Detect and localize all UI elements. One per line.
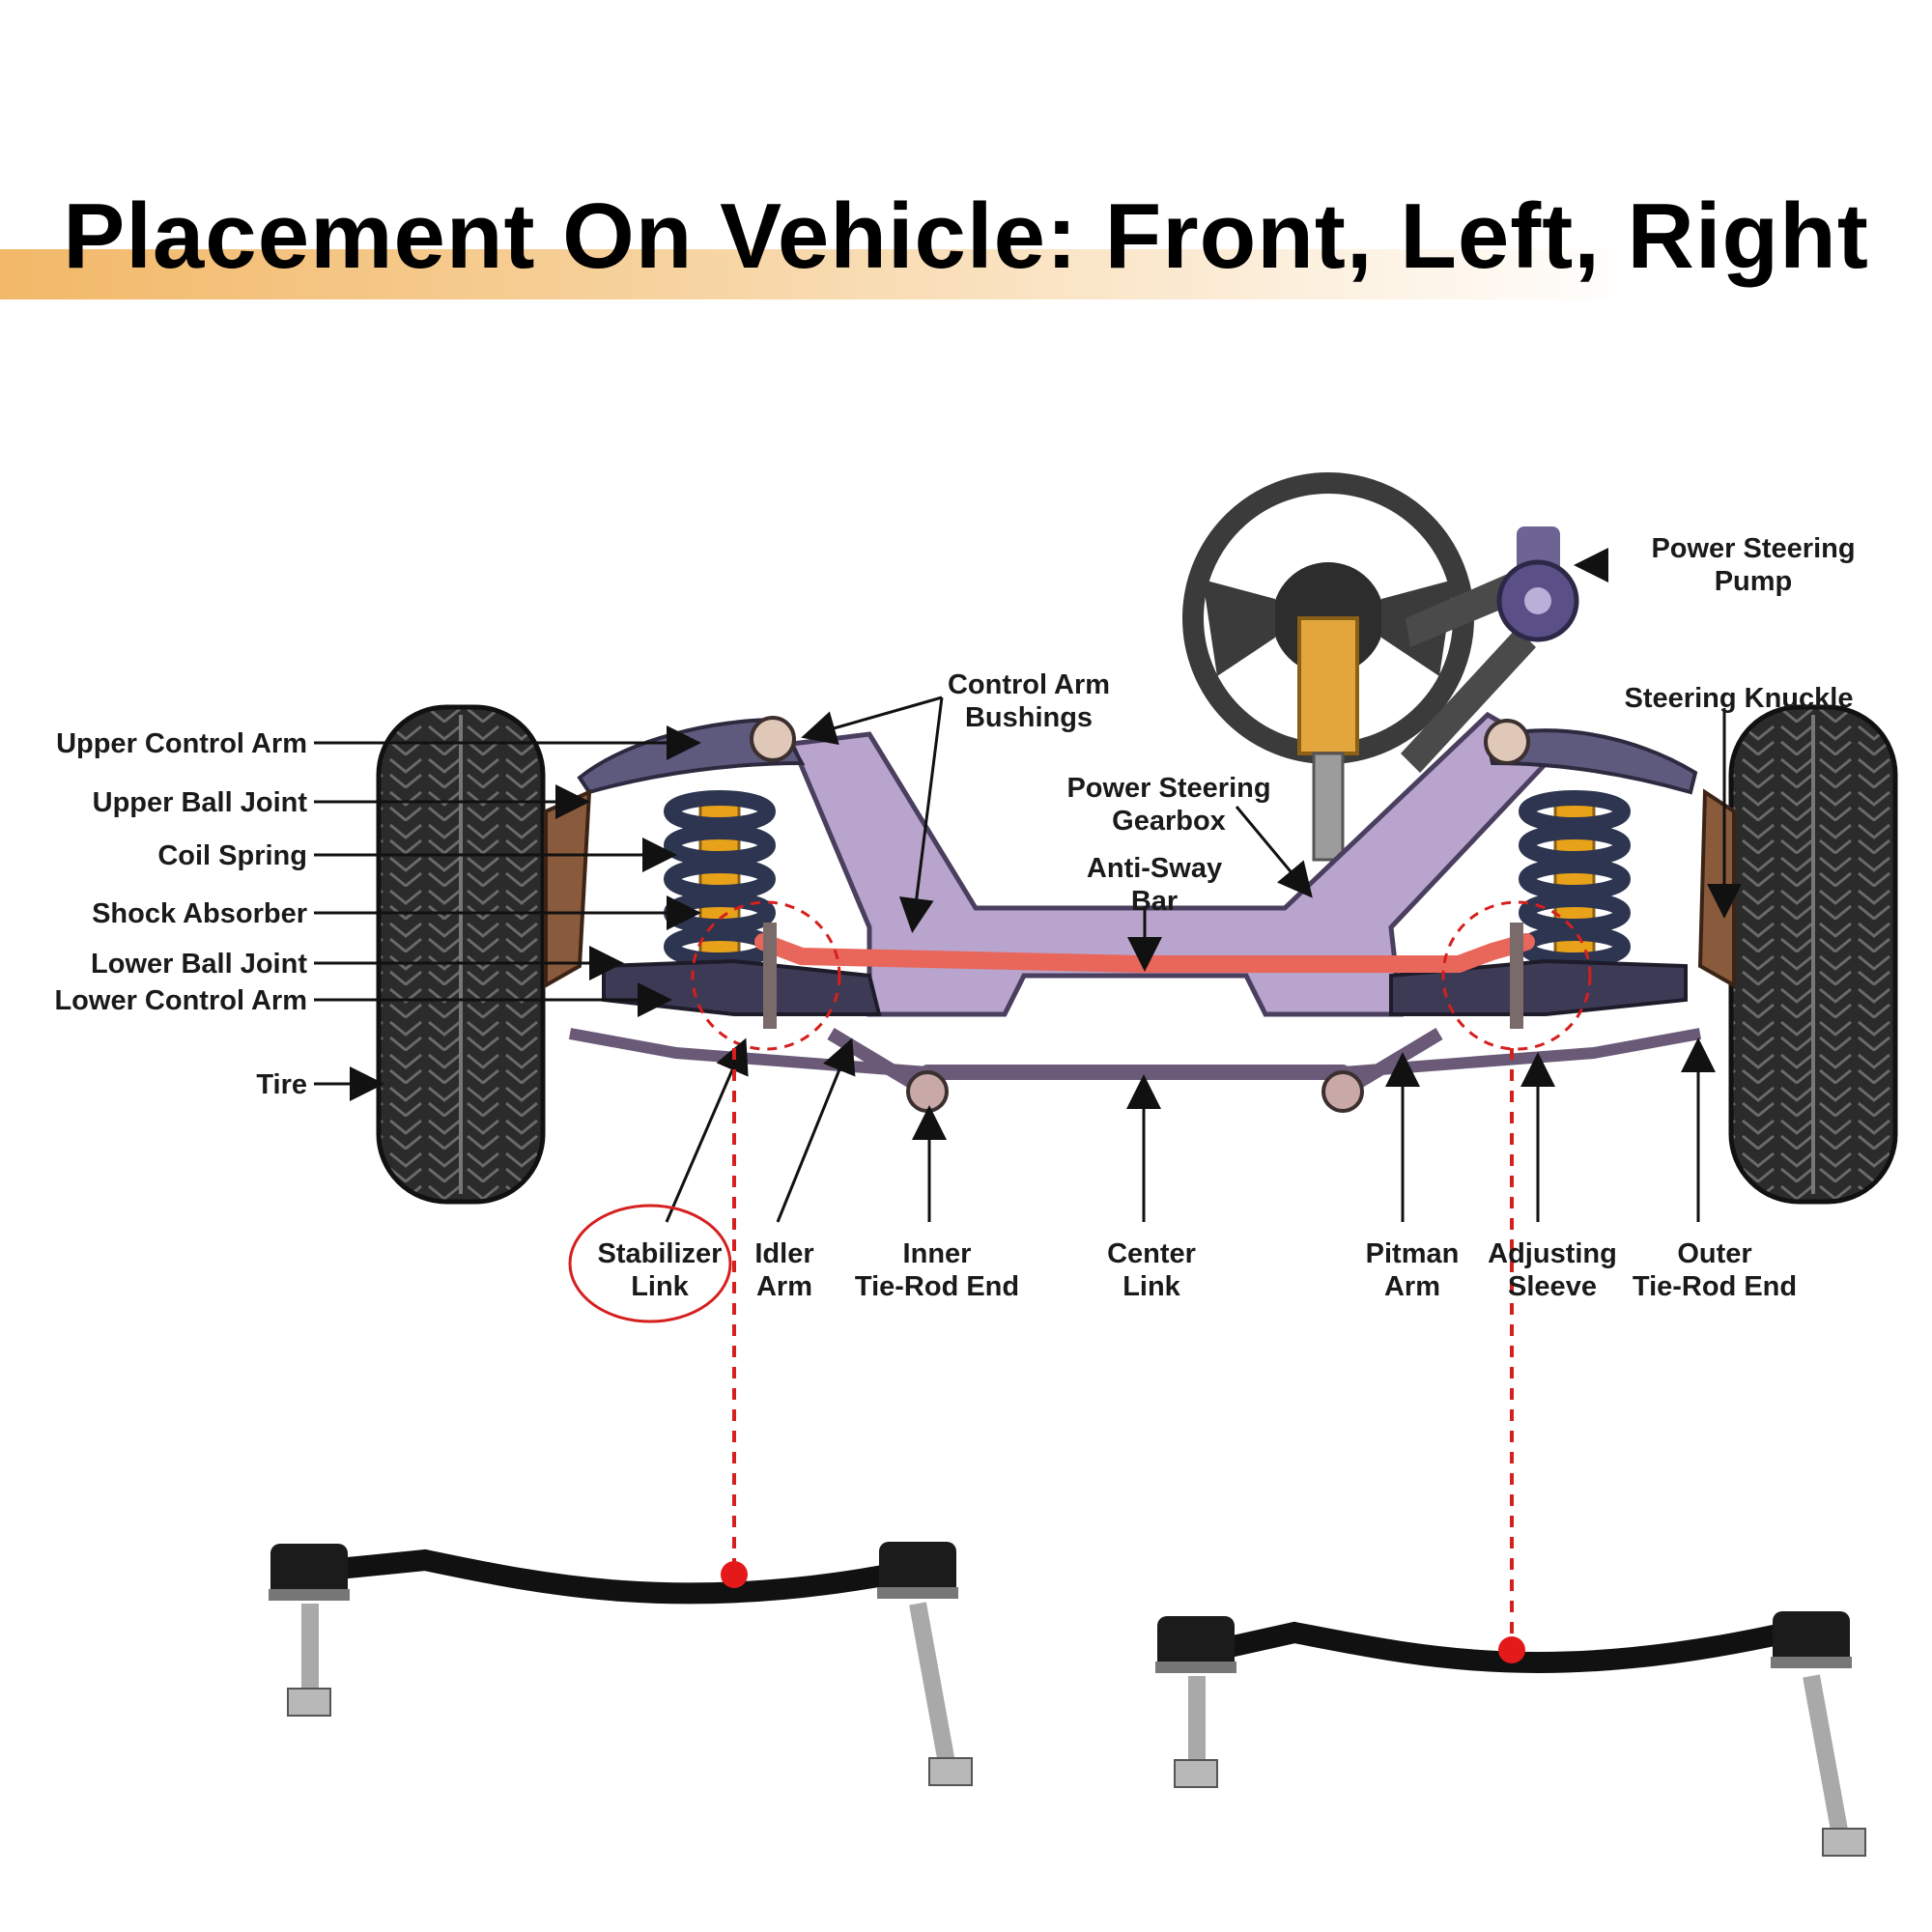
right-highlight-circle xyxy=(1441,900,1592,1051)
label-lower-control-arm: Lower Control Arm xyxy=(54,985,307,1016)
right-tire xyxy=(1728,704,1898,1205)
left-highlight-circle xyxy=(691,900,841,1051)
label-stabilizer-link-1: Stabilizer xyxy=(598,1238,723,1269)
left-steering-knuckle xyxy=(544,788,592,989)
label-outer-tie-rod-1: Outer xyxy=(1677,1238,1751,1269)
label-lower-ball-joint: Lower Ball Joint xyxy=(91,949,307,980)
stabilizer-link-label-circle xyxy=(568,1204,732,1323)
label-idler-arm-2: Arm xyxy=(756,1271,812,1302)
label-anti-sway-bar-1: Anti-Sway xyxy=(1087,853,1222,884)
right-steering-knuckle xyxy=(1697,788,1736,989)
label-center-link-2: Link xyxy=(1122,1271,1180,1302)
right-lower-control-arm xyxy=(1389,958,1688,1016)
label-adjusting-sleeve-2: Sleeve xyxy=(1508,1271,1597,1302)
label-outer-tie-rod-2: Tie-Rod End xyxy=(1633,1271,1797,1302)
label-power-steering-pump-2: Pump xyxy=(1715,566,1793,597)
label-stabilizer-link-2: Link xyxy=(631,1271,689,1302)
label-power-steering-gearbox-2: Gearbox xyxy=(1112,806,1226,837)
right-upper-control-arm xyxy=(1485,728,1698,795)
label-pitman-arm-2: Arm xyxy=(1384,1271,1440,1302)
label-power-steering-gearbox-1: Power Steering xyxy=(1066,773,1270,804)
left-stabilizer-link-part xyxy=(763,923,777,1029)
label-inner-tie-rod-1: Inner xyxy=(903,1238,972,1269)
left-coil-spring xyxy=(664,790,776,968)
anti-sway-bar xyxy=(754,933,1535,973)
label-steering-knuckle: Steering Knuckle xyxy=(1625,683,1854,714)
title-underline-band xyxy=(0,249,1932,299)
label-control-arm-bushings-1: Control Arm xyxy=(948,669,1110,700)
label-control-arm-bushings-2: Bushings xyxy=(965,702,1093,733)
page-title: Placement On Vehicle: Front, Left, Right xyxy=(63,185,1869,288)
label-pitman-arm-1: Pitman xyxy=(1366,1238,1460,1269)
label-upper-ball-joint: Upper Ball Joint xyxy=(93,787,308,818)
right-tie-rod xyxy=(1342,1028,1702,1078)
label-inner-tie-rod-2: Tie-Rod End xyxy=(855,1271,1019,1302)
left-tire xyxy=(376,704,546,1205)
right-stabilizer-link-part xyxy=(1510,923,1523,1029)
label-shock-absorber: Shock Absorber xyxy=(92,898,307,929)
label-upper-control-arm: Upper Control Arm xyxy=(56,728,307,759)
label-center-link-1: Center xyxy=(1107,1238,1196,1269)
power-steering-pump xyxy=(1401,526,1579,773)
steering-wheel xyxy=(1182,472,1474,862)
label-adjusting-sleeve-1: Adjusting xyxy=(1488,1238,1617,1269)
left-product-stabilizer-link xyxy=(269,1542,973,1786)
label-anti-sway-bar-2: Bar xyxy=(1131,886,1178,917)
label-idler-arm-1: Idler xyxy=(754,1238,813,1269)
label-power-steering-pump-1: Power Steering xyxy=(1651,533,1855,564)
label-coil-spring: Coil Spring xyxy=(157,840,307,871)
right-coil-spring xyxy=(1519,790,1631,968)
right-product-stabilizer-link xyxy=(1155,1611,1866,1857)
label-tire: Tire xyxy=(256,1069,307,1100)
